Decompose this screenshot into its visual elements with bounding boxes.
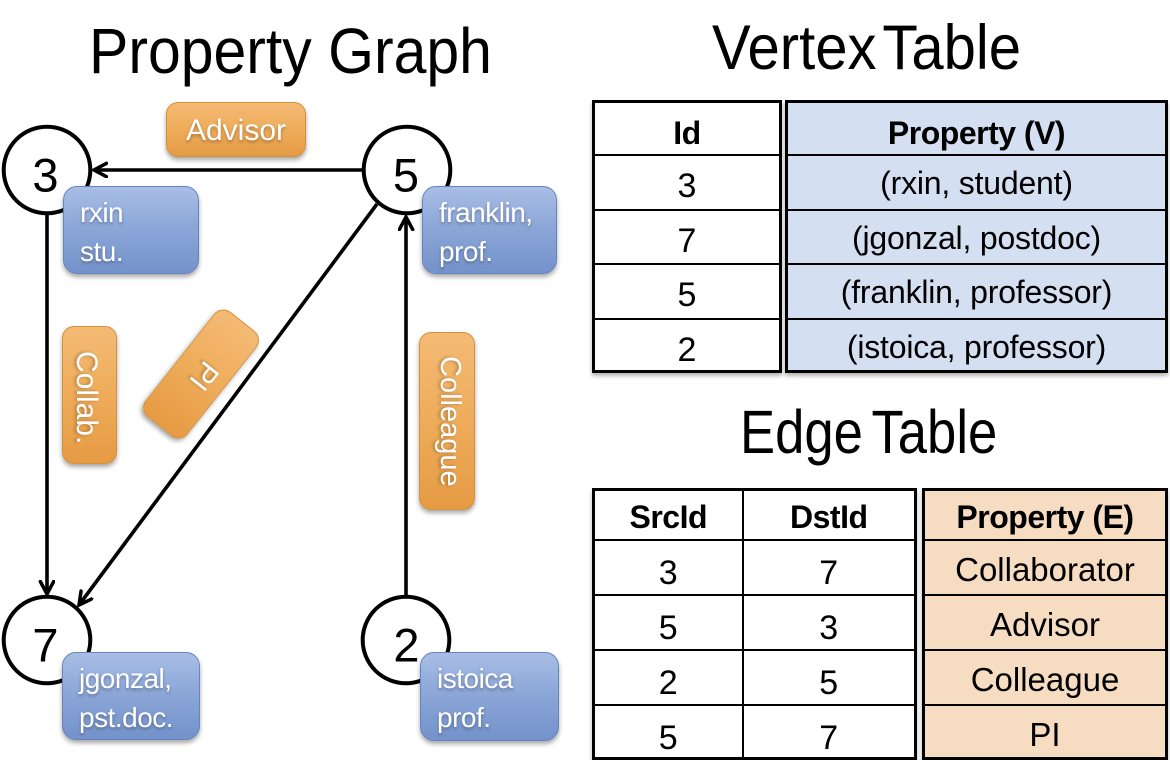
svg-text:3: 3 xyxy=(32,149,58,202)
svg-text:2: 2 xyxy=(393,619,419,672)
svg-text:7: 7 xyxy=(32,619,58,672)
svg-text:5: 5 xyxy=(393,149,419,202)
